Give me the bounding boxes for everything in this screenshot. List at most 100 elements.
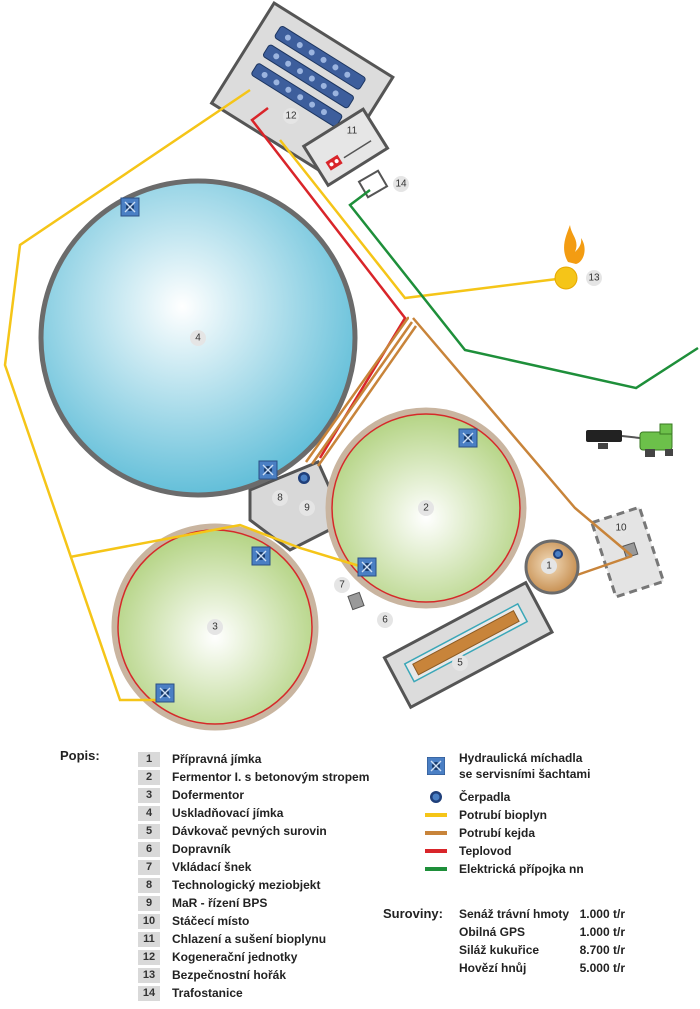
svg-text:11: 11	[347, 126, 358, 137]
number-tags: 4 2 3 1 5 6 7 8 9 10 11 12 13 14	[190, 108, 629, 671]
legend-label: Dopravník	[172, 842, 231, 856]
legend-label: Dávkovač pevných surovin	[172, 824, 327, 838]
legend-label: Stáčecí místo	[172, 914, 250, 928]
legend-number: 1	[138, 751, 160, 767]
suroviny-amount: 1.000 t/r	[579, 907, 625, 921]
legend-label: Vkládací šnek	[172, 860, 252, 874]
tractor-icon	[586, 423, 673, 457]
legend-number: 8	[138, 877, 160, 893]
key-power: Elektrická přípojka nn	[425, 862, 584, 876]
key-mixer: Hydraulická míchadla se servisními šacht…	[425, 750, 590, 782]
legend-item: 13 Bezpečnostní hořák	[138, 966, 286, 984]
mixer-icon	[120, 197, 140, 217]
heat-line-icon	[425, 849, 447, 853]
technology-building	[248, 460, 347, 552]
svg-text:7: 7	[339, 580, 345, 591]
svg-text:9: 9	[304, 503, 310, 514]
legend-label: MaR - řízení BPS	[172, 896, 268, 910]
suroviny-amount: 8.700 t/r	[579, 943, 625, 957]
legend-number: 6	[138, 841, 160, 857]
mixer-icon	[155, 683, 175, 703]
key-mixer-line1: Hydraulická míchadla	[459, 751, 583, 765]
key-heat-label: Teplovod	[459, 844, 512, 858]
legend-number: 7	[138, 859, 160, 875]
legend-item: 10 Stáčecí místo	[138, 912, 249, 930]
pump-icon	[425, 790, 447, 804]
key-slurry: Potrubí kejda	[425, 826, 535, 840]
key-slurry-label: Potrubí kejda	[459, 826, 536, 840]
transformer-station	[357, 169, 389, 199]
svg-text:4: 4	[195, 333, 201, 344]
slurry-pipes	[304, 316, 633, 577]
svg-text:8: 8	[277, 493, 283, 504]
mixer-icon	[251, 546, 271, 566]
power-line	[348, 189, 699, 390]
legend-item: 1 Přípravná jímka	[138, 750, 261, 768]
legend-label: Technologický meziobjekt	[172, 878, 321, 892]
legend-label: Chlazení a sušení bioplynu	[172, 932, 327, 946]
legend-label: Dofermentor	[172, 788, 245, 802]
suroviny-name: Hovězí hnůj	[459, 961, 527, 975]
legend-number: 4	[138, 805, 160, 821]
legend-item: 4 Uskladňovací jímka	[138, 804, 283, 822]
legend-number: 10	[138, 913, 160, 929]
legend-label: Uskladňovací jímka	[172, 806, 284, 820]
svg-text:14: 14	[395, 179, 407, 190]
suroviny-title: Suroviny:	[383, 906, 443, 921]
safety-flare	[554, 225, 585, 290]
suroviny-name: Obilná GPS	[459, 925, 526, 939]
svg-text:2: 2	[423, 503, 429, 514]
legend-item: 8 Technologický meziobjekt	[138, 876, 320, 894]
pump-icon	[298, 472, 310, 484]
legend-number: 9	[138, 895, 160, 911]
legend-item: 5 Dávkovač pevných surovin	[138, 822, 327, 840]
key-mixer-line2: se servisními šachtami	[459, 767, 591, 781]
slurry-line-icon	[425, 831, 447, 835]
legend-number: 13	[138, 967, 160, 983]
svg-text:3: 3	[212, 622, 218, 633]
key-biogas: Potrubí bioplyn	[425, 808, 547, 822]
legend-item: 9 MaR - řízení BPS	[138, 894, 267, 912]
suroviny-name: Senáž trávní hmoty	[459, 907, 570, 921]
suroviny-row: Siláž kukuřice 8.700 t/r	[459, 943, 625, 957]
legend-title: Popis:	[60, 748, 100, 763]
solid-feeder	[382, 580, 555, 710]
legend-label: Kogenerační jednotky	[172, 950, 298, 964]
svg-text:6: 6	[382, 615, 388, 626]
mixer-icon	[357, 557, 377, 577]
legend-label: Trafostanice	[172, 986, 243, 1000]
heat-pipes	[250, 107, 407, 459]
key-pump: Čerpadla	[425, 790, 510, 804]
legend-number: 3	[138, 787, 160, 803]
legend-label: Přípravná jímka	[172, 752, 262, 766]
suroviny-row: Hovězí hnůj 5.000 t/r	[459, 961, 625, 975]
gas-cooling-building	[301, 107, 390, 188]
svg-text:10: 10	[615, 523, 627, 534]
legend-item: 3 Dofermentor	[138, 786, 244, 804]
legend-item: 6 Dopravník	[138, 840, 231, 858]
legend-number: 2	[138, 769, 160, 785]
svg-text:1: 1	[546, 561, 552, 572]
legend-item: 14 Trafostanice	[138, 984, 243, 1002]
pump-icon	[553, 549, 563, 559]
mixer-icon	[458, 428, 478, 448]
svg-text:5: 5	[457, 658, 463, 669]
mixer-icon	[258, 460, 278, 480]
suroviny-amount: 5.000 t/r	[579, 961, 625, 975]
site-plan-diagram: 4 2 3 1 5 6 7 8 9 10 11 12 13 14	[3, 1, 699, 731]
suroviny-name: Siláž kukuřice	[459, 943, 540, 957]
mixer-icon	[425, 757, 447, 775]
legend-number: 5	[138, 823, 160, 839]
biogas-line-icon	[425, 813, 447, 817]
key-pump-label: Čerpadla	[459, 790, 511, 804]
legend-number: 14	[138, 985, 160, 1001]
key-heat: Teplovod	[425, 844, 511, 858]
power-line-icon	[425, 867, 447, 871]
legend-label: Bezpečnostní hořák	[172, 968, 287, 982]
feed-screw	[347, 591, 365, 611]
svg-text:13: 13	[588, 273, 600, 284]
legend-item: 7 Vkládací šnek	[138, 858, 251, 876]
